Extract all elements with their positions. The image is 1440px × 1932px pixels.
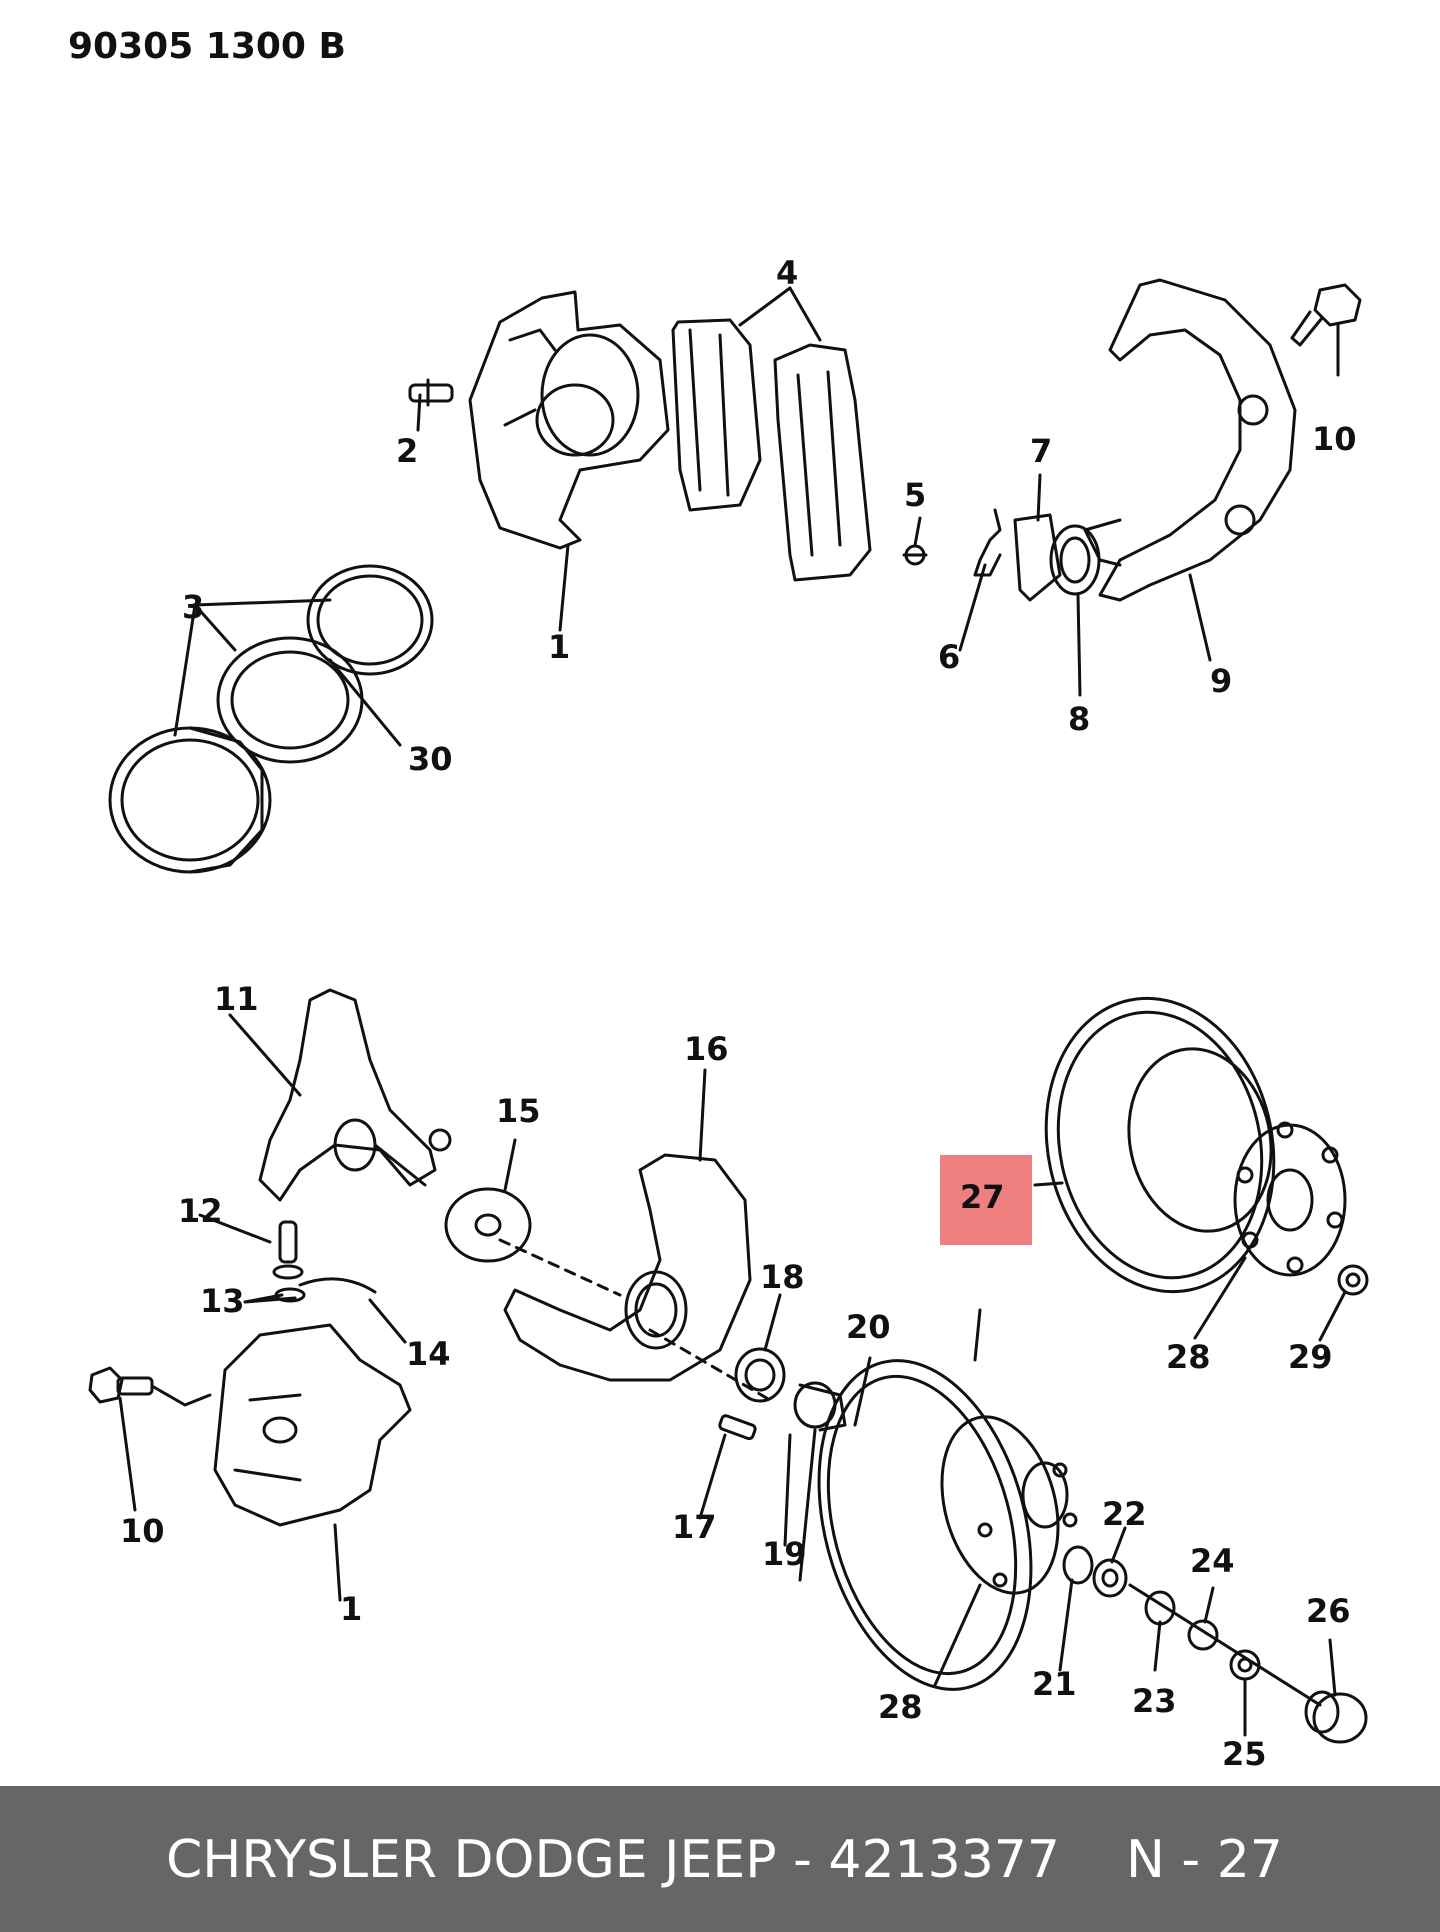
callout-1-top: 1 [548,628,570,666]
callout-27: 27 [960,1178,1005,1216]
callout-28-top: 28 [1166,1338,1211,1376]
diagram-reference-code: 90305 1300 B [68,26,346,67]
grease-cap-part [1304,1690,1368,1744]
callout-5: 5 [904,476,926,514]
shield-stud-part [718,1414,757,1441]
anti-rattle-clip-part [973,508,1002,577]
bleeder-screw-part [408,378,454,407]
mounting-bolt-top-part [1290,283,1362,347]
callout-22: 22 [1102,1495,1147,1533]
callout-labels: 2 4 5 7 10 1 6 8 9 3 30 11 15 16 12 13 1… [120,254,1357,1773]
callout-20: 20 [846,1308,891,1346]
mounting-bolt-bottom-part [88,1366,212,1407]
callout-23: 23 [1132,1682,1177,1720]
callout-14: 14 [406,1335,451,1373]
seal-ring-part [1049,524,1101,596]
lug-nut-part [1337,1264,1369,1296]
callout-19: 19 [762,1535,807,1573]
callout-30: 30 [408,740,453,778]
splash-shield-part [503,1153,752,1382]
brake-pad-inner-part [671,318,762,512]
callout-2: 2 [396,432,418,470]
callout-16: 16 [684,1030,729,1068]
callout-21: 21 [1032,1665,1077,1703]
callout-10-top: 10 [1312,420,1357,458]
inner-seal-part [734,1347,786,1403]
nut-24-part [1187,1619,1219,1651]
callout-10-bottom: 10 [120,1512,165,1550]
outer-bearing-part [1062,1545,1094,1585]
callout-7: 7 [1030,432,1052,470]
callout-18: 18 [760,1258,805,1296]
steering-knuckle-part [258,988,452,1202]
caliper-housing-part [468,290,670,550]
piston-seal-30-part [306,564,434,676]
callout-28-bottom: 28 [878,1688,923,1726]
brake-pad-outer-part [773,343,872,582]
caliper-guide-bolt-part [272,1220,306,1303]
footer-page-reference: N - 27 [1126,1830,1283,1890]
brake-rotor-part [817,1359,1078,1691]
callout-17: 17 [672,1508,717,1546]
callout-8: 8 [1068,700,1090,738]
callout-24: 24 [1190,1542,1235,1580]
callout-11: 11 [214,980,259,1018]
washer-22-part [1092,1558,1128,1598]
footer-brand-part-number: CHRYSLER DODGE JEEP - 4213377 [166,1830,1060,1890]
highlight-box-27 [940,1155,1032,1245]
callout-3: 3 [182,588,204,626]
hub-washer-part [444,1187,532,1263]
callout-9: 9 [1210,662,1232,700]
callout-29: 29 [1288,1338,1333,1376]
pad-shim-part [1013,513,1062,602]
caliper-adapter-part [1083,278,1297,602]
callout-26: 26 [1306,1592,1351,1630]
callout-6: 6 [938,638,960,676]
callout-12: 12 [178,1192,223,1230]
callout-25: 25 [1222,1735,1267,1773]
callout-4: 4 [776,254,798,292]
callout-1-bottom: 1 [340,1590,362,1628]
hub-rotor-upper-part [1044,996,1347,1294]
footer-bar: CHRYSLER DODGE JEEP - 4213377 N - 27 [0,1786,1440,1932]
parts-diagram: 90305 1300 B [68,26,1369,1773]
guide-sleeve-part [298,1277,377,1294]
callout-15: 15 [496,1092,541,1130]
callout-13: 13 [200,1282,245,1320]
caliper-piston-part [108,726,272,874]
pad-clip-bolt-part [902,544,928,566]
caliper-bottom-part [213,1323,412,1527]
